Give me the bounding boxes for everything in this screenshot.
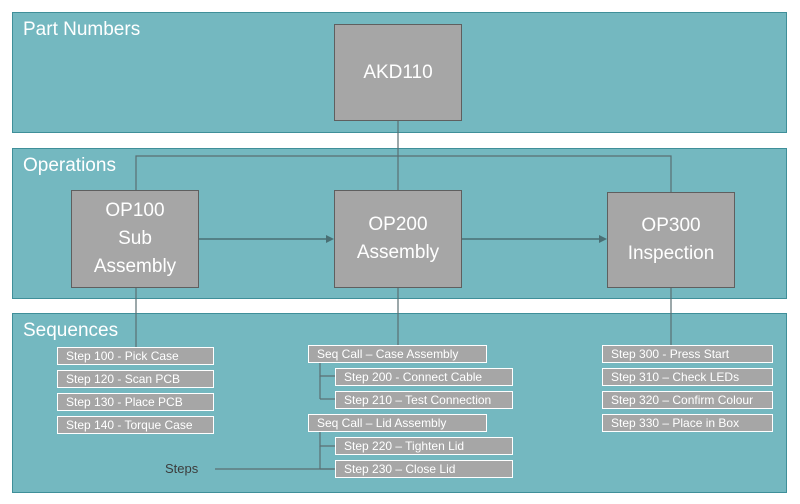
op300-box[interactable]: OP300 Inspection [607, 192, 735, 288]
op300-line-1: OP300 [641, 215, 701, 236]
op100-box[interactable]: OP100 Sub Assembly [71, 190, 199, 288]
band-title-part-numbers: Part Numbers [23, 19, 141, 40]
step-op200-2[interactable]: Step 210 – Test Connection [335, 391, 513, 409]
op200-text: OP200 Assembly [357, 211, 439, 267]
band-title-sequences: Sequences [23, 320, 119, 341]
steps-annotation: Steps [165, 461, 199, 476]
op200-box[interactable]: OP200 Assembly [334, 190, 462, 288]
step-op100-1[interactable]: Step 100 - Pick Case [57, 347, 214, 365]
step-op300-1[interactable]: Step 300 - Press Start [602, 345, 773, 363]
op100-line-3: Assembly [93, 256, 177, 277]
op200-line-1: OP200 [368, 214, 428, 235]
step-op100-3[interactable]: Step 130 - Place PCB [57, 393, 214, 411]
op200-line-2: Assembly [356, 242, 440, 263]
step-op300-3[interactable]: Step 320 – Confirm Colour [602, 391, 773, 409]
step-op200-4[interactable]: Step 230 – Close Lid [335, 460, 513, 478]
op300-text: OP300 Inspection [628, 212, 715, 268]
part-number-label: AKD110 [363, 61, 433, 83]
part-number-box[interactable]: AKD110 [334, 24, 462, 121]
seq-call-case-assembly[interactable]: Seq Call – Case Assembly [308, 345, 487, 363]
op300-line-2: Inspection [627, 243, 715, 264]
step-op100-2[interactable]: Step 120 - Scan PCB [57, 370, 214, 388]
op100-line-2: Sub [118, 228, 152, 249]
seq-call-lid-assembly[interactable]: Seq Call – Lid Assembly [308, 414, 487, 432]
step-op100-4[interactable]: Step 140 - Torque Case [57, 416, 214, 434]
op100-text: OP100 Sub Assembly [94, 197, 176, 281]
step-op200-3[interactable]: Step 220 – Tighten Lid [335, 437, 513, 455]
op100-line-1: OP100 [105, 200, 165, 221]
band-title-operations: Operations [23, 155, 116, 176]
step-op200-1[interactable]: Step 200 - Connect Cable [335, 368, 513, 386]
step-op300-4[interactable]: Step 330 – Place in Box [602, 414, 773, 432]
step-op300-2[interactable]: Step 310 – Check LEDs [602, 368, 773, 386]
